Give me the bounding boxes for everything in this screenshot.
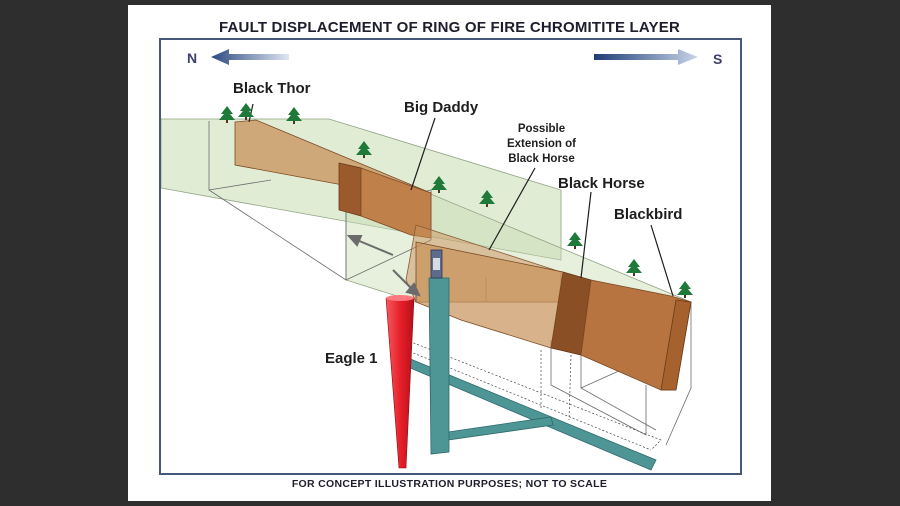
label-big-daddy: Big Daddy (404, 99, 479, 116)
eagle-one-intrusion (385, 297, 415, 469)
blackbird-edge (660, 299, 692, 391)
diagram-footer: FOR CONCEPT ILLUSTRATION PURPOSES; NOT T… (291, 478, 608, 490)
tree-icon (431, 176, 447, 193)
trees (219, 103, 693, 298)
feeder-dike-branch (447, 416, 554, 441)
label-black-thor: Black Thor (233, 80, 311, 97)
north-arrow (211, 49, 289, 65)
north-label: N (187, 50, 198, 66)
diagram-frame: N S Black Thor Big Daddy Possible Extens… (159, 38, 742, 475)
label-black-horse: Black Horse (558, 175, 645, 192)
fault-diagram (161, 49, 698, 471)
label-possible-extension: Possible Extension of Black Horse (506, 123, 576, 165)
label-eagle-one: Eagle 1 (325, 350, 378, 367)
south-arrow (594, 49, 698, 65)
diagram-title: FAULT DISPLACEMENT OF RING OF FIRE CHROM… (218, 19, 681, 36)
tree-icon (286, 107, 302, 124)
eagle-one-top (386, 295, 414, 301)
tree-icon (219, 106, 235, 123)
big-daddy-dark-face (338, 162, 362, 217)
south-label: S (713, 51, 723, 67)
tree-icon (238, 103, 254, 120)
displacement-arrows (346, 235, 421, 297)
tree-icon (677, 281, 693, 298)
tree-icon (356, 141, 372, 158)
feeder-dike-vertical (428, 277, 450, 455)
tree-icon (567, 232, 583, 249)
tree-icon (626, 259, 642, 276)
leader-lines (248, 103, 674, 297)
drill-cap-light (433, 258, 440, 270)
label-blackbird: Blackbird (614, 206, 683, 223)
tree-icon (479, 190, 495, 207)
slide: FAULT DISPLACEMENT OF RING OF FIRE CHROM… (128, 5, 771, 501)
